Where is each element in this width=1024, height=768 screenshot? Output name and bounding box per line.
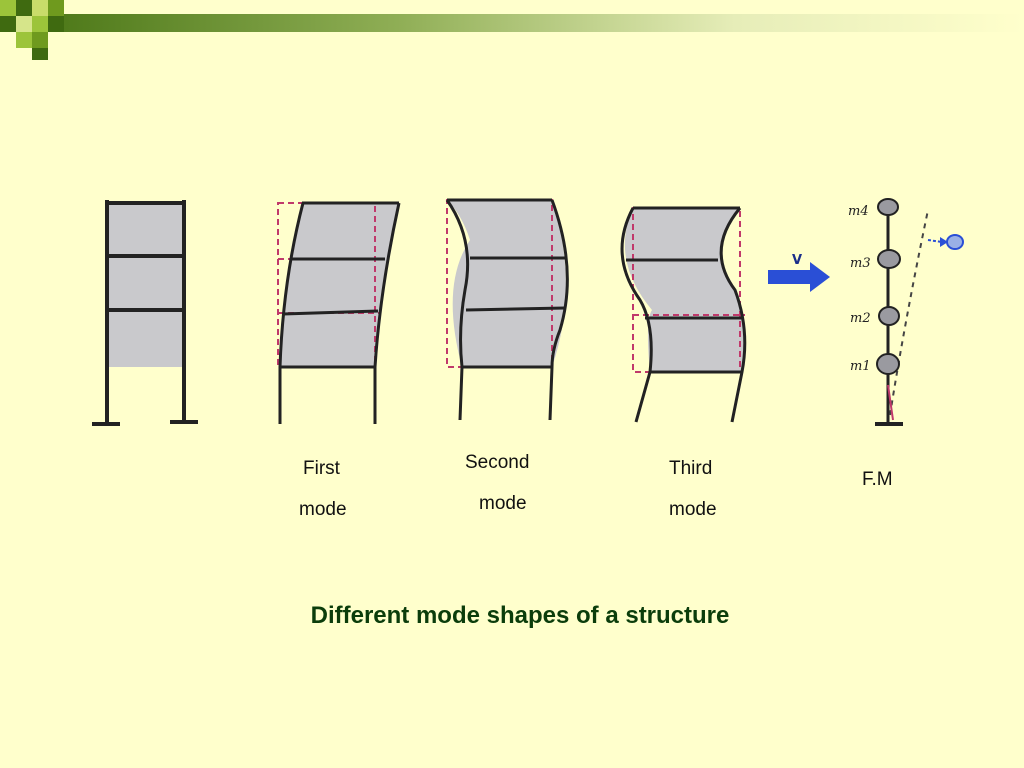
second-mode-label-line2: mode xyxy=(479,493,527,514)
mass-m3 xyxy=(877,249,901,269)
first-mode-shape xyxy=(277,201,401,424)
third-mode-label-line2: mode xyxy=(669,499,717,520)
undeformed-frame xyxy=(92,200,198,426)
label-m4: m4 xyxy=(848,204,869,219)
label-m1: m1 xyxy=(850,359,871,374)
label-m3: m3 xyxy=(850,256,871,271)
label-m2: m2 xyxy=(850,311,871,326)
lumped-mass-model: m4 m3 m2 m1 xyxy=(848,198,964,426)
second-mode-shape xyxy=(445,198,569,421)
diagram-caption: Different mode shapes of a structure xyxy=(310,602,730,629)
third-mode-shape xyxy=(620,206,747,423)
second-mode-label-line1: Second xyxy=(465,452,530,473)
third-mode-label-line1: Third xyxy=(669,458,713,479)
lateral-load-arrow: V xyxy=(768,253,830,292)
mass-m1 xyxy=(876,353,900,375)
header-decoration xyxy=(0,0,1024,60)
displaced-mass-icon xyxy=(946,234,964,250)
load-label: V xyxy=(792,253,802,268)
first-mode-label-line1: First xyxy=(303,458,340,479)
mass-m4 xyxy=(877,198,899,216)
mass-m2 xyxy=(878,306,900,326)
first-mode-label-line2: mode xyxy=(299,499,347,520)
fm-label: F.M xyxy=(862,469,893,490)
